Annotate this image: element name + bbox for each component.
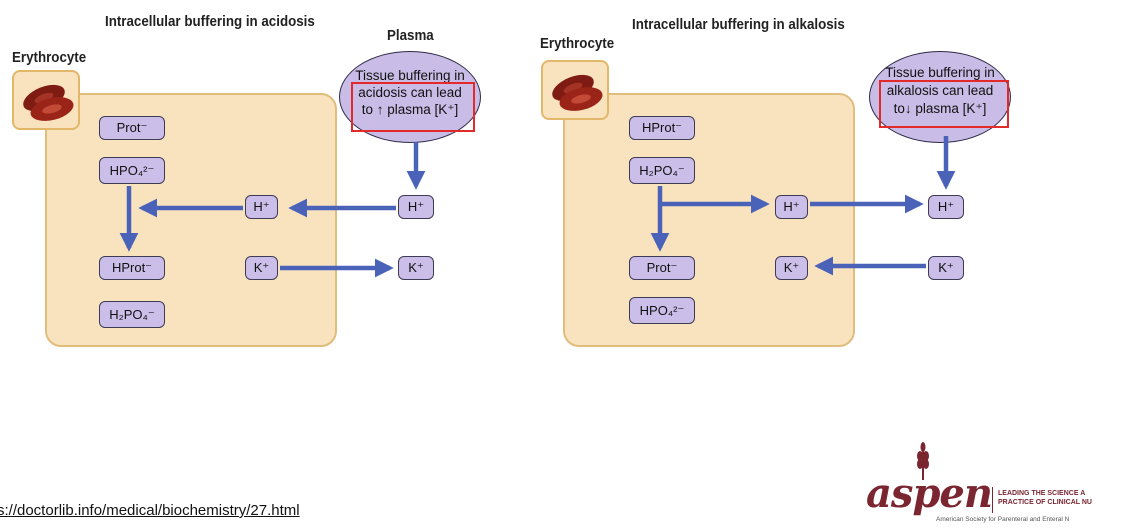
left-hpo4-ion: HPO₄²⁻ [99, 157, 165, 184]
right-bubble-line-2: alkalosis can lead [886, 83, 994, 98]
left-erythrocyte-cell [45, 93, 337, 347]
right-cell-k-ion: K⁺ [775, 256, 808, 280]
left-plasma-h-ion: H⁺ [398, 195, 434, 219]
right-panel-title: Intracellular buffering in alkalosis [632, 17, 845, 33]
right-bubble-line-1: Tissue buffering in [885, 65, 995, 80]
right-highlight-box [879, 80, 1009, 128]
logo-tagline-2: PRACTICE OF CLINICAL NU [998, 499, 1092, 506]
right-plasma-h-ion: H⁺ [928, 195, 964, 219]
logo-subline: American Society for Parenteral and Ente… [936, 516, 1070, 523]
right-h2po4-ion: H₂PO₄⁻ [629, 157, 695, 184]
logo-tagline-1: LEADING THE SCIENCE A [998, 490, 1086, 497]
left-erythrocyte-image [12, 70, 80, 130]
left-plasma-bubble [339, 51, 481, 143]
left-prot-ion: Prot⁻ [99, 116, 165, 140]
right-hpo4-ion: HPO₄²⁻ [629, 297, 695, 324]
left-cell-k-ion: K⁺ [245, 256, 278, 280]
left-bubble-line-3: to ↑ plasma [K⁺] [361, 102, 459, 117]
left-panel-title: Intracellular buffering in acidosis [105, 14, 315, 30]
aspen-wordmark: aspen [866, 470, 993, 517]
right-erythrocyte-image [541, 60, 609, 120]
right-prot-ion: Prot⁻ [629, 256, 695, 280]
left-h2po4-ion: H₂PO₄⁻ [99, 301, 165, 328]
left-plasma-label: Plasma [387, 28, 434, 44]
left-highlight-box [351, 82, 475, 132]
red-blood-cells-icon [552, 74, 603, 111]
left-erythrocyte-label: Erythrocyte [12, 50, 87, 66]
right-erythrocyte-label: Erythrocyte [540, 36, 615, 52]
right-plasma-k-ion: K⁺ [928, 256, 964, 280]
left-plasma-k-ion: K⁺ [398, 256, 434, 280]
left-bubble-line-2: acidosis can lead [358, 85, 462, 100]
left-bubble-line-1: Tissue buffering in [355, 68, 465, 83]
red-blood-cells-icon [23, 84, 74, 121]
right-hprot-ion: HProt⁻ [629, 116, 695, 140]
right-cell-h-ion: H⁺ [775, 195, 808, 219]
right-erythrocyte-cell [563, 93, 855, 347]
wheat-icon [917, 442, 929, 480]
right-bubble-line-3: to↓ plasma [K⁺] [893, 101, 987, 116]
aspen-logo: aspen LEADING THE SCIENCE A PRACTICE OF … [866, 440, 1125, 530]
logo-divider [992, 487, 993, 513]
left-cell-h-ion: H⁺ [245, 195, 278, 219]
source-link[interactable]: s://doctorlib.info/medical/biochemistry/… [0, 502, 300, 519]
left-hprot-ion: HProt⁻ [99, 256, 165, 280]
